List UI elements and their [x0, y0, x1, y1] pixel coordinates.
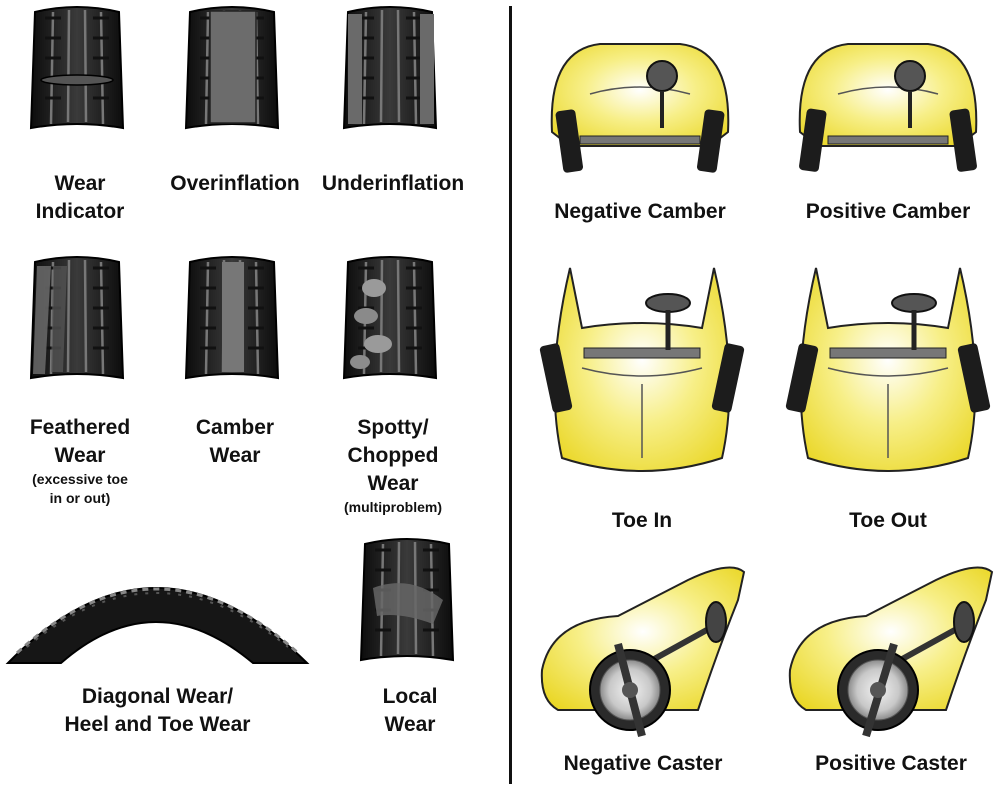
local-label-line1: Local	[382, 685, 438, 708]
negative-caster: Negative Caster	[538, 560, 748, 780]
tire-wear-indicator-illustration	[29, 5, 125, 130]
tire-diagonal-wear: Diagonal Wear/ Heel and Toe Wear	[5, 545, 310, 745]
spotty-label-line1: Spotty/	[357, 416, 429, 439]
center-divider	[509, 6, 512, 784]
negative-camber-illustration	[550, 43, 730, 173]
positive-camber-label: Positive Camber	[805, 200, 971, 223]
toe-out-illustration	[785, 267, 991, 472]
tire-overinflation: Overinflation	[170, 5, 300, 238]
toe-in-illustration	[539, 267, 745, 472]
tire-camber-wear: Camber Wear	[180, 255, 290, 528]
negative-camber-label: Negative Camber	[554, 200, 726, 223]
camber-wear-label-line1: Camber	[195, 416, 275, 439]
negative-camber: Negative Camber	[540, 30, 740, 230]
tire-local-wear-illustration	[359, 537, 455, 662]
spotty-sublabel: (multiproblem)	[344, 499, 442, 515]
tire-wear-indicator: Wear Indicator	[25, 5, 135, 238]
local-label-line2: Wear	[384, 713, 436, 736]
tire-underinflation: Underinflation	[322, 5, 464, 238]
tire-underinflation-illustration	[342, 5, 438, 130]
spotty-label-line2: Chopped	[347, 444, 439, 467]
diagonal-label-line1: Diagonal Wear/	[81, 685, 234, 708]
toe-in-label: Toe In	[611, 509, 673, 532]
negative-caster-illustration	[540, 566, 746, 738]
positive-camber: Positive Camber	[788, 30, 988, 230]
wear-indicator-label-line1: Wear	[54, 172, 106, 195]
tire-feathered-wear: Feathered Wear (excessive toe in or out)	[25, 255, 135, 528]
feathered-label-line1: Feathered	[29, 416, 131, 439]
diagonal-label-line2: Heel and Toe Wear	[64, 713, 251, 736]
tire-local-wear: Local Wear	[355, 537, 465, 745]
negative-caster-label: Negative Caster	[563, 752, 723, 775]
toe-out-label: Toe Out	[849, 509, 927, 532]
tire-spotty-wear-illustration	[342, 255, 438, 380]
positive-caster-illustration	[788, 566, 994, 738]
tire-diagonal-wear-illustration	[5, 587, 310, 664]
positive-camber-illustration	[798, 43, 978, 172]
feathered-label-line2: Wear	[54, 444, 106, 467]
underinflation-label: Underinflation	[321, 172, 465, 195]
tire-spotty-wear: Spotty/ Chopped Wear (multiproblem)	[338, 255, 448, 528]
positive-caster-label: Positive Caster	[815, 752, 967, 775]
wear-indicator-label-line2: Indicator	[35, 200, 125, 223]
spotty-label-line3: Wear	[367, 472, 419, 495]
tire-camber-wear-illustration	[184, 255, 280, 380]
toe-out: Toe Out	[785, 258, 991, 538]
positive-caster: Positive Caster	[786, 560, 996, 780]
overinflation-label: Overinflation	[170, 172, 300, 195]
tire-feathered-wear-illustration	[29, 255, 125, 380]
toe-in: Toe In	[539, 258, 745, 538]
feathered-sublabel-line2: in or out)	[49, 490, 111, 506]
camber-wear-label-line2: Wear	[209, 444, 261, 467]
feathered-sublabel-line1: (excessive toe	[32, 471, 128, 487]
tire-overinflation-illustration	[184, 5, 280, 130]
